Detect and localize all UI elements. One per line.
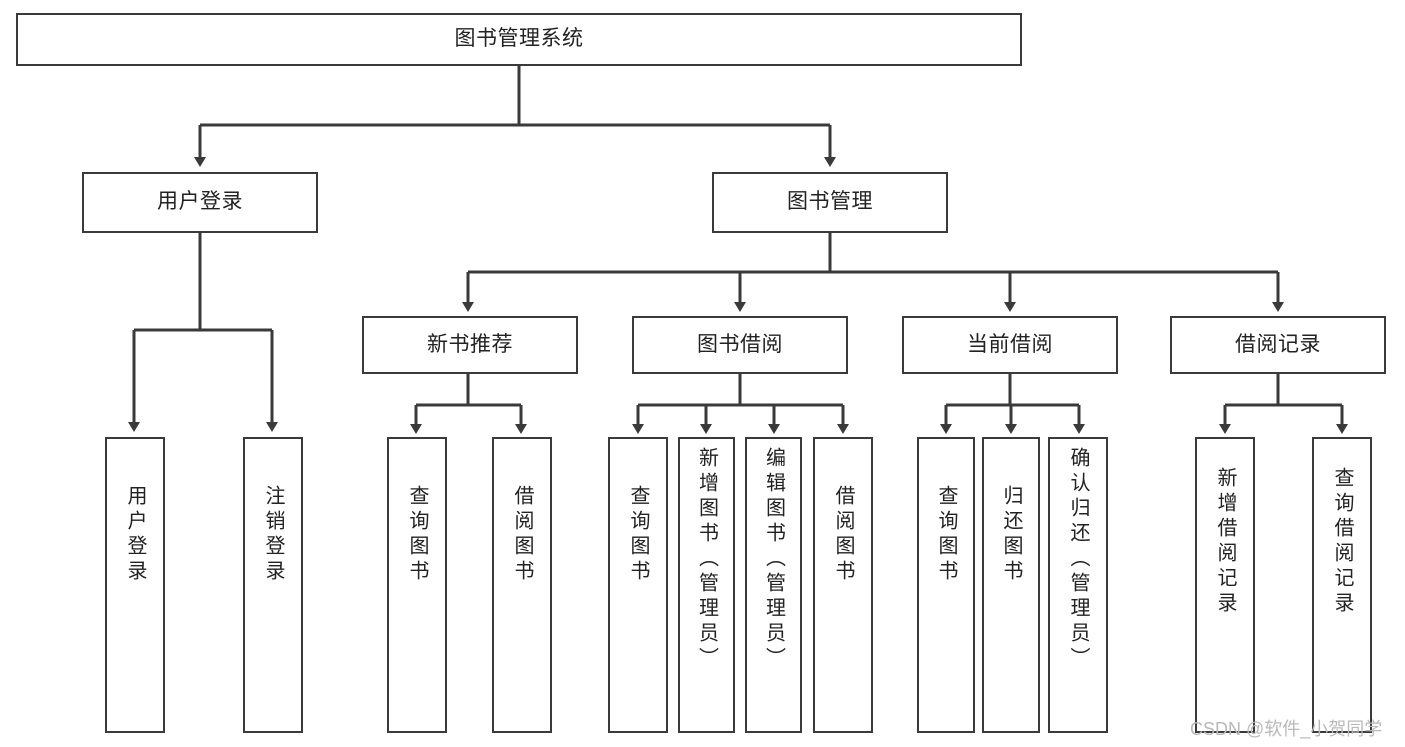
node-label: 编辑图书（管理员） bbox=[762, 447, 785, 672]
edge-group-current-borrow bbox=[940, 374, 1085, 434]
node-label: 借阅图书 bbox=[832, 485, 854, 585]
node-label: 查询借阅记录 bbox=[1331, 467, 1353, 617]
node-label: 图书管理 bbox=[787, 190, 873, 214]
node-book-borrow[interactable]: 图书借阅 bbox=[632, 316, 848, 374]
node-borrow-record[interactable]: 借阅记录 bbox=[1170, 316, 1386, 374]
node-label: 用户登录 bbox=[157, 190, 243, 214]
node-label: 用户登录 bbox=[124, 485, 146, 585]
node-label: 当前借阅 bbox=[967, 332, 1053, 356]
node-user-login[interactable]: 用户登录 bbox=[82, 172, 318, 233]
node-label: 确认归还（管理员） bbox=[1067, 447, 1089, 672]
node-leaf-query-book-3[interactable]: 查询图书 bbox=[917, 437, 975, 733]
node-leaf-add-book-admin[interactable]: 新增图书（管理员） bbox=[678, 437, 735, 733]
node-label: 新增借阅记录 bbox=[1214, 467, 1236, 617]
edge-group-book-borrow bbox=[632, 374, 849, 434]
edge-group-user-login bbox=[128, 233, 278, 432]
node-current-borrow[interactable]: 当前借阅 bbox=[902, 316, 1118, 374]
node-leaf-confirm-return-admin[interactable]: 确认归还（管理员） bbox=[1048, 437, 1108, 733]
node-leaf-user-login[interactable]: 用户登录 bbox=[105, 437, 165, 733]
edge-group-new-book-recommend bbox=[410, 374, 527, 434]
node-book-management[interactable]: 图书管理 bbox=[712, 172, 948, 233]
node-label: 查询图书 bbox=[627, 485, 649, 585]
node-label: 查询图书 bbox=[935, 485, 957, 585]
node-new-book-recommend[interactable]: 新书推荐 bbox=[362, 316, 578, 374]
csdn-watermark: CSDN @软件_小贺同学 bbox=[1190, 719, 1383, 739]
edge-group-borrow-record bbox=[1219, 374, 1348, 434]
edge-group-book-management bbox=[462, 233, 1284, 312]
node-leaf-borrow-book-2[interactable]: 借阅图书 bbox=[813, 437, 873, 733]
node-leaf-add-borrow-record[interactable]: 新增借阅记录 bbox=[1195, 437, 1255, 733]
node-leaf-logout-login[interactable]: 注销登录 bbox=[243, 437, 303, 733]
node-label: 查询图书 bbox=[406, 485, 428, 585]
node-label: 归还图书 bbox=[1000, 485, 1022, 585]
node-leaf-query-borrow-record[interactable]: 查询借阅记录 bbox=[1312, 437, 1372, 733]
node-label: 新书推荐 bbox=[427, 332, 513, 356]
node-label: 借阅记录 bbox=[1235, 332, 1321, 356]
node-leaf-query-book-2[interactable]: 查询图书 bbox=[608, 437, 668, 733]
edge-group-root bbox=[194, 66, 836, 167]
node-label: 图书管理系统 bbox=[454, 27, 584, 51]
node-leaf-return-book[interactable]: 归还图书 bbox=[982, 437, 1040, 733]
node-root-system[interactable]: 图书管理系统 bbox=[16, 13, 1022, 66]
node-label: 图书借阅 bbox=[697, 332, 783, 356]
node-leaf-query-book-1[interactable]: 查询图书 bbox=[387, 437, 447, 733]
node-leaf-edit-book-admin[interactable]: 编辑图书（管理员） bbox=[745, 437, 802, 733]
node-label: 借阅图书 bbox=[511, 485, 533, 585]
node-leaf-borrow-book-1[interactable]: 借阅图书 bbox=[492, 437, 552, 733]
node-label: 注销登录 bbox=[262, 485, 284, 585]
node-label: 新增图书（管理员） bbox=[695, 447, 718, 672]
